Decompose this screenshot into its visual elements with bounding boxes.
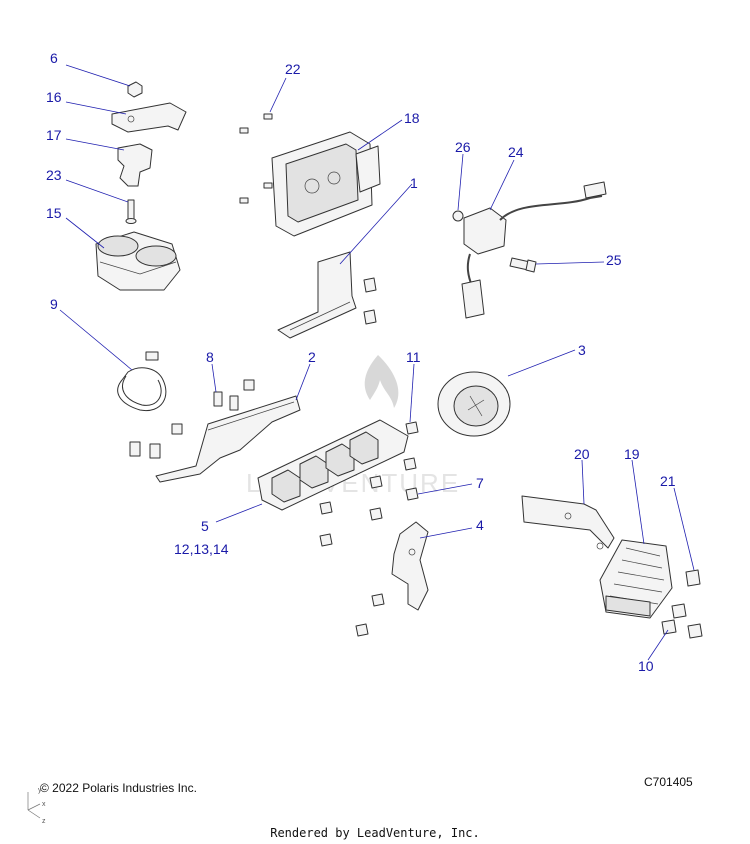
callout-26: 26 <box>455 139 471 155</box>
part-6-nut <box>127 81 143 98</box>
axis-z-label: z <box>42 818 46 825</box>
callout-18: 18 <box>404 110 420 126</box>
part-15-ignition-coil <box>95 231 181 291</box>
axis-x-label: x <box>42 801 46 808</box>
part-23-bolt <box>125 199 137 224</box>
callout-19: 19 <box>624 446 640 462</box>
part-3-horn <box>437 371 511 437</box>
callout-9: 9 <box>50 296 58 312</box>
part-26-nut <box>452 210 464 222</box>
callout-3: 3 <box>578 342 586 358</box>
callout-4: 4 <box>476 517 484 533</box>
part-22-screws <box>239 113 273 204</box>
axis-triad: y x z <box>27 787 46 825</box>
part-11-nut <box>405 421 419 435</box>
part-16-bracket <box>111 102 187 133</box>
callout-16: 16 <box>46 89 62 105</box>
callout-17: 17 <box>46 127 62 143</box>
part-1-bracket <box>277 251 357 339</box>
callout-10: 10 <box>638 658 654 674</box>
part-9-cable-tie <box>117 351 167 412</box>
part-5-fuse-box <box>257 419 409 511</box>
part-21-bolt <box>685 569 701 587</box>
callout-24: 24 <box>508 144 524 160</box>
callout-8: 8 <box>206 349 214 365</box>
callout-1: 1 <box>410 175 418 191</box>
part-17-clip <box>117 143 153 187</box>
flame-logo-icon <box>364 355 399 408</box>
callout-22: 22 <box>285 61 301 77</box>
callout-numbers: 6 16 17 23 15 9 22 18 1 26 24 25 8 2 11 … <box>46 50 676 674</box>
part-19-regulator <box>599 539 673 619</box>
part-25-bolt <box>509 257 537 273</box>
part-18-ecu <box>271 131 381 237</box>
callout-11: 11 <box>406 349 421 365</box>
callout-7: 7 <box>476 475 484 491</box>
copyright-text: © 2022 Polaris Industries Inc. <box>40 781 197 795</box>
callout-20: 20 <box>574 446 590 462</box>
part-24-sensor-harness <box>461 181 607 319</box>
callout-25: 25 <box>606 252 622 268</box>
figure-code: C701405 <box>644 775 693 789</box>
part-4-bracket <box>391 521 429 611</box>
callout-6: 6 <box>50 50 58 66</box>
part-20-bracket <box>521 495 615 550</box>
part-8-bolts <box>129 379 255 459</box>
part-7-screws <box>319 457 419 547</box>
axis-y-label: y <box>38 787 42 794</box>
callout-5-sub: 12,13,14 <box>174 541 229 557</box>
callout-23: 23 <box>46 167 62 183</box>
leader-lines <box>59 64 695 661</box>
part-2-bracket <box>155 395 301 483</box>
callout-2: 2 <box>308 349 316 365</box>
bracket-bolts <box>363 277 377 325</box>
callout-21: 21 <box>660 473 676 489</box>
part-10-bolts <box>661 603 703 639</box>
callout-15: 15 <box>46 205 62 221</box>
callout-5: 5 <box>201 518 209 534</box>
bracket-4-bolts <box>355 593 385 637</box>
rendered-by-text: Rendered by LeadVenture, Inc. <box>270 826 480 840</box>
